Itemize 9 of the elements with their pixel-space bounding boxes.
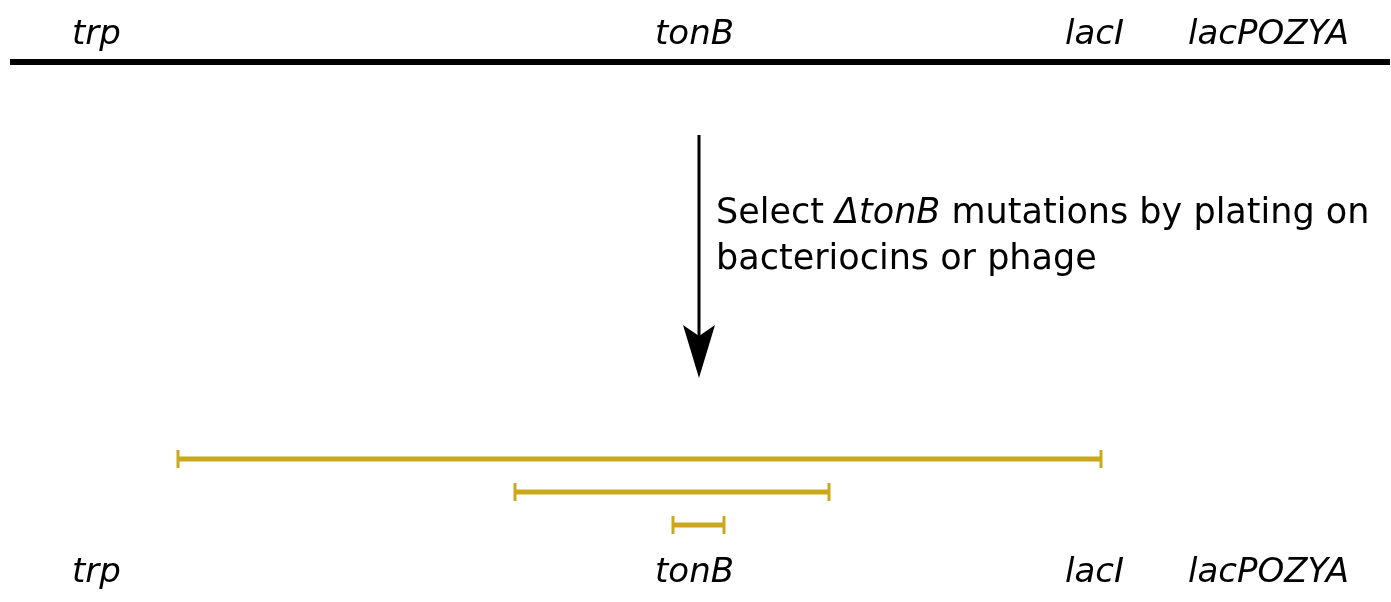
gene-label: lacPOZYA xyxy=(1188,550,1349,590)
step-note: Select ΔtonB mutations by plating on bacteriocins or phage xyxy=(716,190,1371,279)
gene-label: lacI xyxy=(1065,12,1124,52)
gene-label: trp xyxy=(72,550,121,590)
gene-label: lacI xyxy=(1065,550,1124,590)
gene-label: trp xyxy=(72,12,121,52)
gene-label: lacPOZYA xyxy=(1188,12,1349,52)
gene-label: tonB xyxy=(655,550,734,590)
gene-label: tonB xyxy=(655,12,734,52)
